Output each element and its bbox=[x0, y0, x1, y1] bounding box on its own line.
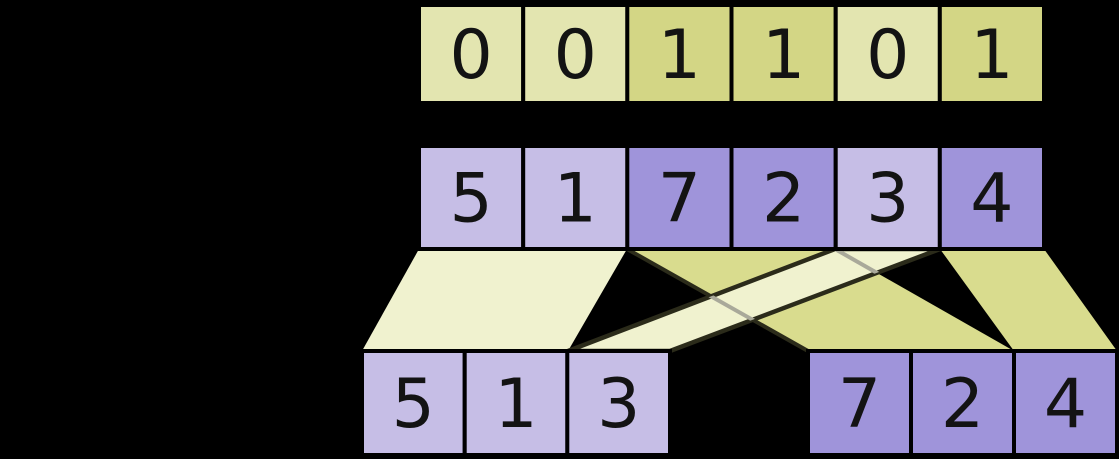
cell-digit: 2 bbox=[762, 160, 805, 239]
cell-box bbox=[521, 3, 630, 105]
cell-box bbox=[729, 144, 838, 251]
output-left-cell-2: 3 bbox=[565, 349, 672, 457]
cell-box bbox=[417, 3, 526, 105]
cell-digit: 3 bbox=[866, 160, 909, 239]
cell-digit: 7 bbox=[838, 365, 881, 444]
cell-digit: 0 bbox=[554, 16, 597, 95]
cell-box bbox=[937, 3, 1046, 105]
flow-band-keep-left bbox=[362, 249, 627, 351]
cell-digit: 3 bbox=[597, 365, 640, 444]
cell-digit: 1 bbox=[762, 16, 805, 95]
values-cell-4: 3 bbox=[833, 144, 942, 251]
output-left-cell-0: 5 bbox=[360, 349, 467, 457]
flags-cell-5: 1 bbox=[937, 3, 1046, 105]
flags-cell-1: 0 bbox=[521, 3, 630, 105]
cell-box bbox=[521, 144, 630, 251]
values-cell-2: 7 bbox=[625, 144, 734, 251]
flow-band-move-right bbox=[627, 249, 1014, 351]
cell-digit: 1 bbox=[554, 160, 597, 239]
cell-box bbox=[806, 349, 913, 457]
flags-cell-3: 1 bbox=[729, 3, 838, 105]
cell-box bbox=[833, 3, 942, 105]
values-cell-3: 2 bbox=[729, 144, 838, 251]
flow-bands bbox=[362, 246, 1117, 354]
cell-digit: 0 bbox=[866, 16, 909, 95]
cell-box bbox=[937, 144, 1046, 251]
output-left-cell-1: 1 bbox=[462, 349, 570, 457]
cell-digit: 0 bbox=[449, 16, 492, 95]
output-right-cell-0: 7 bbox=[806, 349, 913, 457]
cell-digit: 4 bbox=[970, 160, 1013, 239]
cell-digit: 5 bbox=[392, 365, 435, 444]
flow-band-last-right bbox=[940, 249, 1117, 351]
cell-digit: 1 bbox=[658, 16, 701, 95]
flags-cell-2: 1 bbox=[625, 3, 734, 105]
values-cell-1: 1 bbox=[521, 144, 630, 251]
cell-digit: 2 bbox=[941, 365, 984, 444]
output-right-cell-1: 2 bbox=[909, 349, 1016, 457]
cell-box bbox=[1012, 349, 1119, 457]
cell-box bbox=[729, 3, 838, 105]
cell-digit: 7 bbox=[658, 160, 701, 239]
cell-digit: 5 bbox=[449, 160, 492, 239]
cell-box bbox=[625, 3, 734, 105]
cell-digit: 1 bbox=[970, 16, 1013, 95]
output-right-cell-2: 4 bbox=[1012, 349, 1119, 457]
cell-box bbox=[360, 349, 467, 457]
cell-digit: 4 bbox=[1044, 365, 1087, 444]
cell-box bbox=[565, 349, 672, 457]
flags-cell-0: 0 bbox=[417, 3, 526, 105]
values-cell-0: 5 bbox=[417, 144, 526, 251]
cell-digit: 1 bbox=[494, 365, 537, 444]
flags-cell-4: 0 bbox=[833, 3, 942, 105]
values-cell-5: 4 bbox=[937, 144, 1046, 251]
